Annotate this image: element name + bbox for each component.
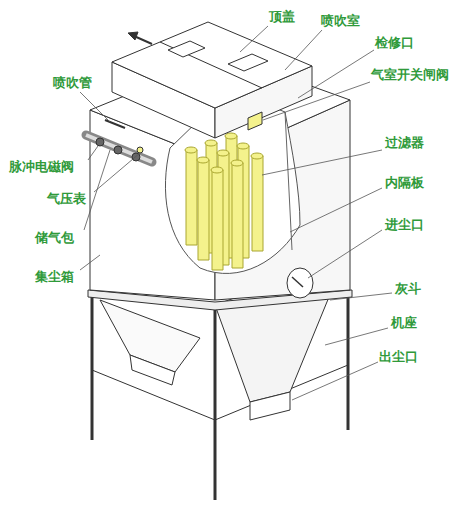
air-tank — [86, 135, 152, 162]
leader-lines — [80, 26, 392, 400]
part-label: 储气包 — [34, 231, 75, 245]
part-label: 灰斗 — [394, 282, 422, 296]
valve — [114, 146, 122, 154]
part-label: 气室开关闸阀 — [370, 68, 450, 82]
gate-valve — [248, 112, 262, 130]
part-label: 气压表 — [46, 192, 87, 206]
blow-pipe — [105, 120, 125, 128]
chamber-top — [112, 22, 312, 108]
gauge — [137, 147, 143, 153]
arrow-head — [128, 32, 138, 40]
inlet-arrow — [292, 277, 303, 287]
outlet — [250, 392, 290, 420]
part-label: 喷吹室 — [320, 14, 361, 28]
leg — [214, 310, 217, 500]
outlet — [130, 355, 175, 385]
part-label: 检修口 — [374, 36, 415, 50]
part-label: 过滤器 — [384, 136, 425, 150]
part-label: 机座 — [390, 316, 418, 330]
outlet-arrow — [134, 36, 152, 44]
inlet — [287, 268, 313, 298]
part-label: 顶盖 — [268, 10, 296, 24]
part-label: 出尘口 — [378, 350, 419, 364]
air-tank-shine — [86, 135, 152, 162]
hatch — [168, 41, 205, 57]
part-label: 喷吹管 — [52, 76, 93, 90]
part-label: 进尘口 — [384, 218, 425, 232]
part-label: 集尘箱 — [34, 270, 75, 284]
leg — [347, 292, 350, 430]
filter-bags — [185, 133, 263, 270]
hatch — [228, 54, 268, 71]
part-label: 内隔板 — [384, 176, 425, 190]
hopper — [100, 300, 200, 372]
leg — [91, 295, 94, 440]
inner-partition — [285, 112, 292, 250]
valve — [96, 138, 104, 146]
part-label: 脉冲电磁阀 — [8, 160, 75, 174]
